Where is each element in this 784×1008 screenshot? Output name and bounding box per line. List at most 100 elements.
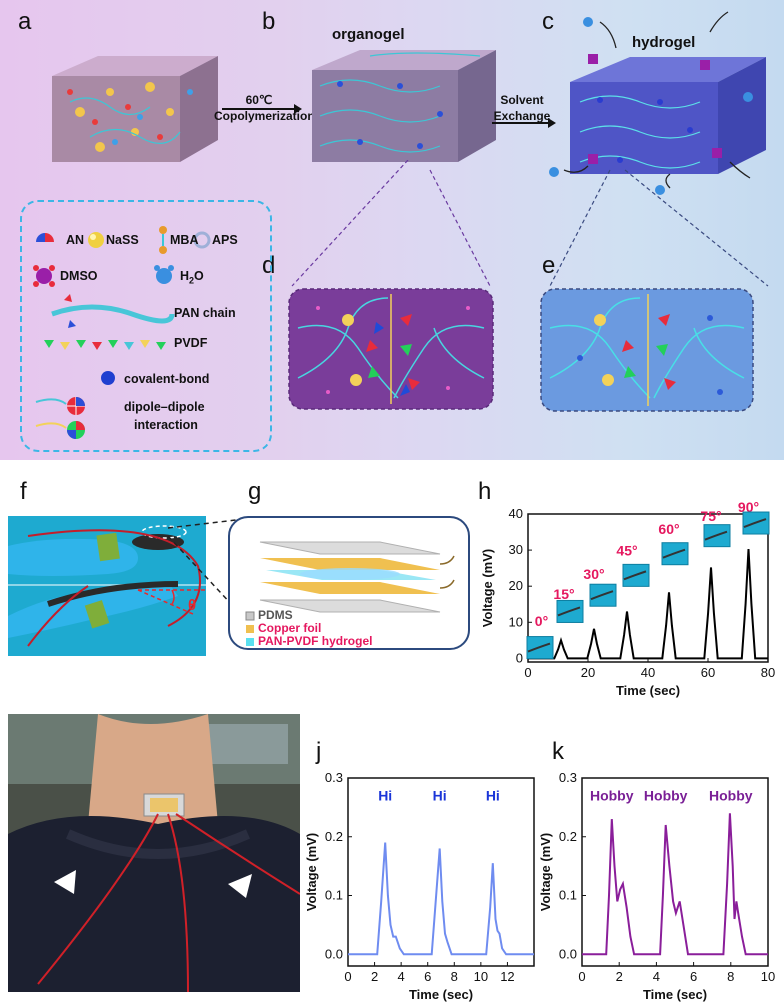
monomer-cube xyxy=(52,56,218,162)
y-tick-label: 0.1 xyxy=(559,888,577,903)
angle-label: 90° xyxy=(738,500,759,515)
y-tick-label: 20 xyxy=(509,578,523,593)
legend-an: AN xyxy=(66,233,85,247)
series-line xyxy=(528,548,768,660)
y-axis-label: Voltage (mV) xyxy=(304,833,319,912)
panel-label-g: g xyxy=(248,478,262,505)
x-tick-label: 8 xyxy=(727,969,734,984)
legend-nass: NaSS xyxy=(106,233,139,247)
panel-label-a: a xyxy=(18,8,32,35)
panel-label-b: b xyxy=(262,8,276,35)
thumb-finger xyxy=(527,642,551,653)
y-tick-label: 0.3 xyxy=(325,770,343,785)
legend-dmso: DMSO xyxy=(60,269,98,283)
x-axis-label: Time (sec) xyxy=(409,987,473,1002)
y-axis-label: Voltage (mV) xyxy=(538,833,553,912)
organogel-zoom xyxy=(288,288,494,410)
word-label: Hobby xyxy=(709,787,753,803)
angle-thumbnail xyxy=(526,636,554,660)
legend-dipole-2: interaction xyxy=(134,418,198,432)
legend-pvdf: PVDF xyxy=(174,336,208,350)
zoom-connectors-fg xyxy=(167,519,247,621)
thumb-finger xyxy=(590,590,614,601)
legend-aps: APS xyxy=(212,233,238,247)
thumb-finger xyxy=(623,570,647,581)
y-tick-label: 40 xyxy=(509,506,523,521)
angle-label: 45° xyxy=(616,543,637,559)
hydrogel-cube xyxy=(549,11,766,195)
y-tick-label: 0.2 xyxy=(559,829,577,844)
hydrogel-title: hydrogel xyxy=(632,34,696,51)
x-tick-label: 0 xyxy=(524,665,531,680)
panel-label-j: j xyxy=(316,738,322,765)
word-label: Hi xyxy=(433,787,447,803)
panel-label-k: k xyxy=(552,738,564,765)
y-axis-label: Voltage (mV) xyxy=(480,549,495,628)
x-tick-label: 2 xyxy=(371,969,378,984)
legend-mba: MBA xyxy=(170,233,199,247)
x-tick-label: 6 xyxy=(690,969,697,984)
arrow-right-icon xyxy=(492,118,556,128)
angle-thumbnail xyxy=(556,599,584,623)
x-tick-label: 2 xyxy=(616,969,623,984)
x-tick-label: 40 xyxy=(641,665,655,680)
thumb-finger xyxy=(662,548,686,559)
legend-pdms: PDMS xyxy=(258,608,293,622)
series-line xyxy=(582,813,768,956)
zoom-connectors xyxy=(291,160,769,287)
y-tick-label: 0.2 xyxy=(325,829,343,844)
angle-thumbnail xyxy=(622,563,650,587)
x-tick-label: 60 xyxy=(701,665,715,680)
panel-label-d: d xyxy=(262,252,276,279)
angle-thumbnail xyxy=(589,583,617,607)
organogel-title: organogel xyxy=(332,26,405,43)
x-tick-label: 6 xyxy=(424,969,431,984)
legend-copper: Copper foil xyxy=(258,621,322,635)
thumb-finger xyxy=(743,518,767,528)
angle-thumbnail xyxy=(742,511,770,535)
arrow1-text: Copolymerization xyxy=(214,109,315,123)
thumb-finger xyxy=(704,530,728,541)
x-tick-label: 12 xyxy=(500,969,514,984)
series-line xyxy=(348,842,534,956)
legend-dipole-1: dipole–dipole xyxy=(124,400,205,414)
panel-label-h: h xyxy=(478,478,492,505)
angle-label: 30° xyxy=(583,566,604,582)
device-schematic xyxy=(228,516,470,650)
legend-h2o: H2O xyxy=(180,269,204,286)
x-axis-label: Time (sec) xyxy=(616,683,680,698)
x-tick-label: 10 xyxy=(761,969,775,984)
legend-hydrogel-layer: PAN-PVDF hydrogel xyxy=(258,634,373,648)
finger-photo xyxy=(8,516,206,656)
angle-label: 75° xyxy=(700,508,721,524)
x-tick-label: 80 xyxy=(761,665,775,680)
panel-label-c: c xyxy=(542,8,554,35)
angle-thumbnail xyxy=(661,542,689,566)
x-axis-label: Time (sec) xyxy=(643,987,707,1002)
y-tick-label: 0.1 xyxy=(325,888,343,903)
thumb-finger xyxy=(557,606,581,617)
x-tick-label: 0 xyxy=(578,969,585,984)
y-tick-label: 30 xyxy=(509,542,523,557)
organogel-cube xyxy=(312,50,496,162)
arrow1-temp: 60℃ xyxy=(245,93,273,107)
theta-label: θ xyxy=(188,597,197,614)
angle-label: 15° xyxy=(553,586,574,602)
x-tick-label: 20 xyxy=(581,665,595,680)
word-label: Hobby xyxy=(644,787,688,803)
y-tick-label: 10 xyxy=(509,614,523,629)
word-label: Hobby xyxy=(590,787,634,803)
arrow-right-icon xyxy=(222,104,302,114)
angle-label: 60° xyxy=(658,521,679,537)
legend-icons xyxy=(33,226,211,439)
arrow2-line1: Solvent xyxy=(500,93,544,107)
legend-pan-chain: PAN chain xyxy=(174,306,236,320)
x-tick-label: 4 xyxy=(398,969,405,984)
y-tick-label: 0.0 xyxy=(325,946,343,961)
plot-frame xyxy=(581,777,769,967)
angle-label: 0° xyxy=(535,613,548,629)
x-tick-label: 10 xyxy=(474,969,488,984)
